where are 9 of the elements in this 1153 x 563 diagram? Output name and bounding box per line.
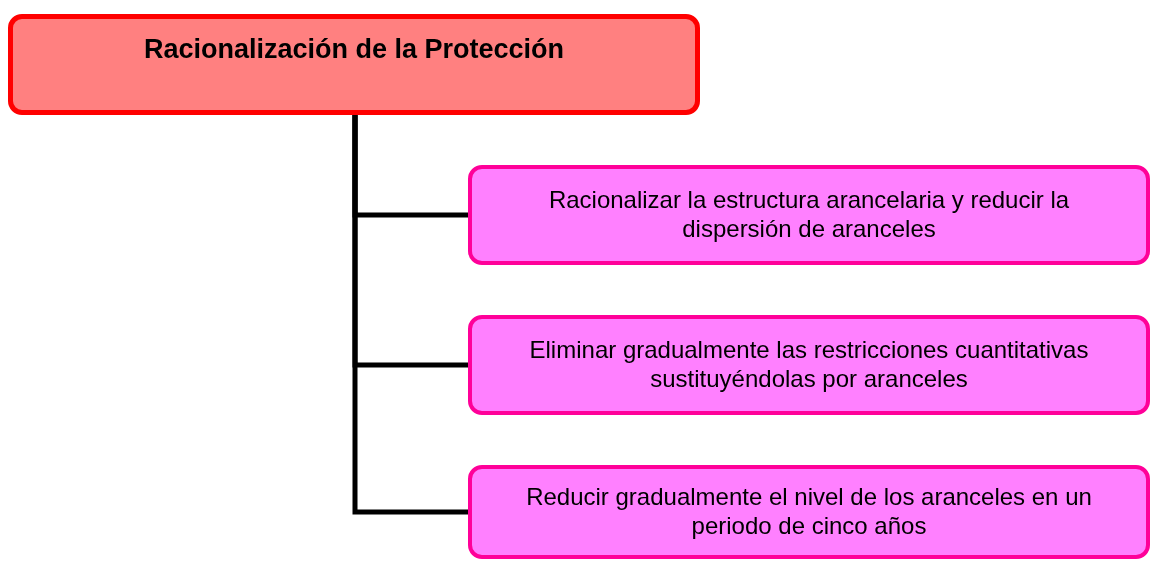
process-box [468, 165, 1150, 265]
item-text: Reducir gradualmente el nivel de los aranceles en un periodo de cinco años [525, 483, 1093, 541]
item-text: Eliminar gradualmente las restricciones cuantitativas sustituyéndolas por aranceles [528, 336, 1090, 394]
title-box [8, 14, 700, 115]
process-box [468, 465, 1150, 559]
item-text: Racionalizar la estructura arancelaria y reducir la dispersión de aranceles [547, 186, 1071, 244]
heading-text: Racionalización de la Protección [143, 33, 565, 66]
connector-line [352, 115, 468, 515]
process-box [468, 315, 1150, 415]
